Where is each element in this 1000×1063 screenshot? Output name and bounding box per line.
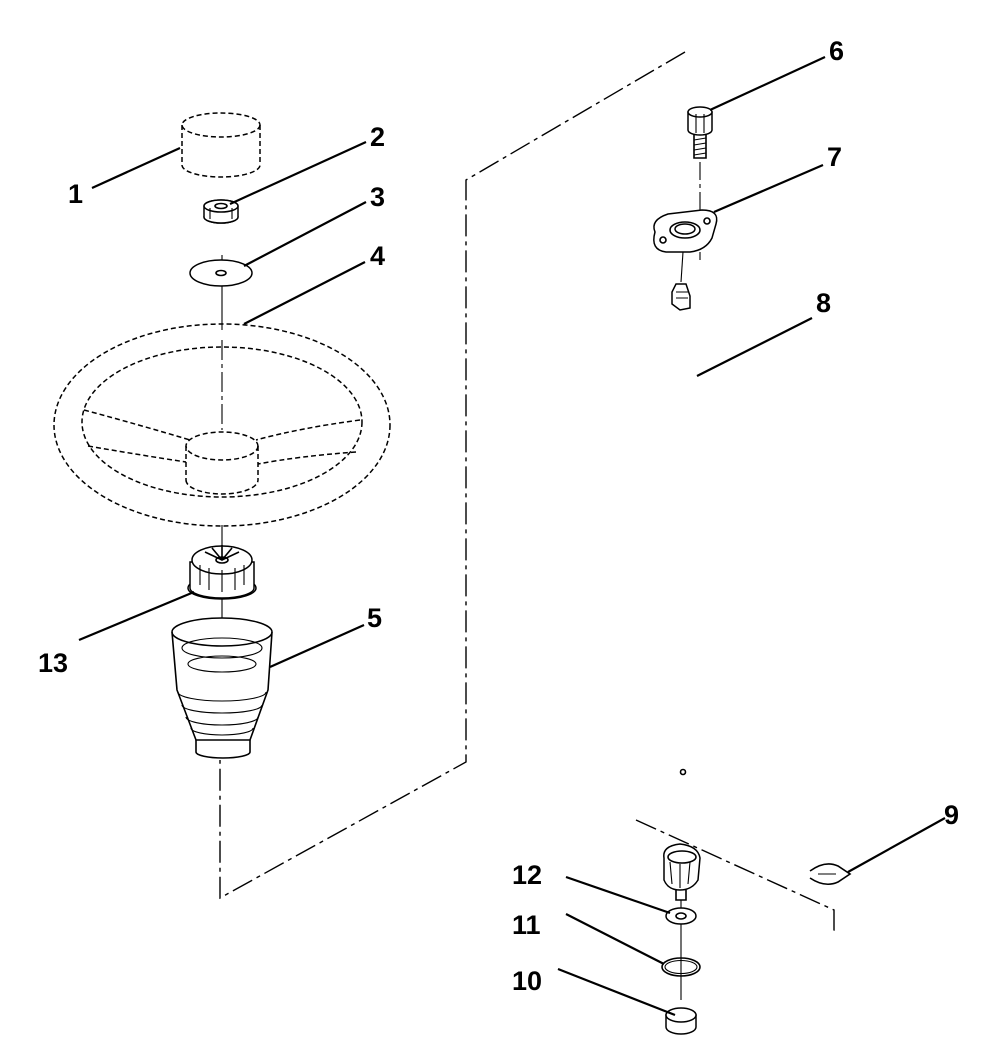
callout-5: 5 <box>367 603 382 633</box>
callout-6: 6 <box>829 36 844 66</box>
nut-part <box>203 199 239 224</box>
ring-part <box>661 957 701 977</box>
callout-12: 12 <box>512 860 542 890</box>
cap-nut-part <box>665 1007 697 1035</box>
callout-9: 9 <box>944 800 959 830</box>
washer-part <box>189 259 253 287</box>
callout-11: 11 <box>512 910 541 940</box>
callout-2: 2 <box>370 122 385 152</box>
knob-part <box>663 843 701 1000</box>
steering-panel-outline <box>219 51 686 900</box>
washer-small-part <box>665 907 697 925</box>
steering-wheel-part <box>53 323 391 527</box>
spline-adapter-part <box>187 545 257 600</box>
callout-10: 10 <box>512 966 542 996</box>
bolt-part <box>687 106 713 260</box>
callout-3: 3 <box>370 182 385 212</box>
callout-8: 8 <box>816 288 831 318</box>
callout-13: 13 <box>38 648 68 678</box>
callout-4: 4 <box>370 241 385 271</box>
fitting-part <box>671 283 691 311</box>
callout-7: 7 <box>827 142 842 172</box>
callout-labels: 1 2 3 4 5 6 7 8 9 10 11 12 13 <box>38 36 959 996</box>
leader-lines <box>78 56 946 1017</box>
column-cover-part <box>171 617 273 759</box>
flange-plate-part <box>653 209 718 283</box>
cap-part <box>181 112 261 178</box>
callout-1: 1 <box>68 179 83 209</box>
clip-part <box>809 863 852 886</box>
frame-edge <box>635 768 835 931</box>
